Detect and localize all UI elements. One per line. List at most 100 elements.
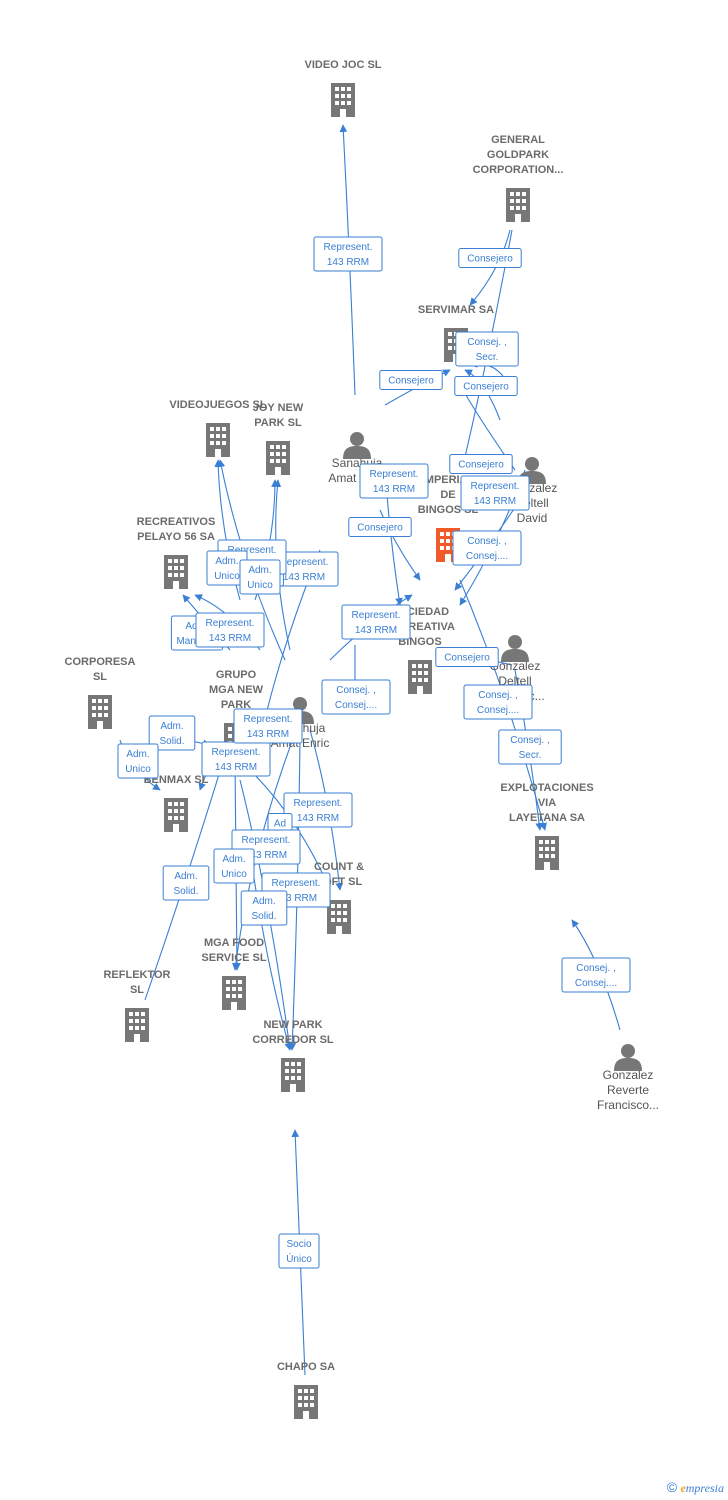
edge-label-10[interactable]: Consejero xyxy=(348,517,412,537)
edge-label-text: Consej.... xyxy=(466,551,508,562)
edge-label-text: Consejero xyxy=(467,254,513,265)
node-label: NEW PARK xyxy=(263,1019,322,1031)
node-label: EXPLOTACIONES xyxy=(500,782,593,794)
node-label: CORREDOR SL xyxy=(252,1034,334,1046)
node-videojuegos[interactable]: VIDEOJUEGOS SL xyxy=(169,399,267,457)
edge-label-25[interactable]: Represent.143 RRM xyxy=(201,741,271,777)
node-label: Gonzalez xyxy=(490,659,541,673)
edge-label-9[interactable]: Represent. 143 RRM xyxy=(359,463,429,499)
edge-label-text: Adm. xyxy=(222,854,245,865)
node-chapo[interactable]: CHAPO SA xyxy=(277,1361,335,1419)
edge-label-19[interactable]: Adm.Unico xyxy=(206,550,248,586)
node-gonzalez_reverte[interactable]: GonzalezReverteFrancisco... xyxy=(597,1044,659,1112)
edge-label-text: Adm. xyxy=(248,565,271,576)
edge-label-text: Unico xyxy=(125,764,151,775)
node-servimar[interactable]: SERVIMAR SA xyxy=(418,304,494,362)
edge-label-4[interactable]: Consejero xyxy=(454,376,518,396)
edge-label-1[interactable]: Consejero xyxy=(458,248,522,268)
edge-label-text: Represent. xyxy=(272,878,321,889)
edge-label-0[interactable]: Represent.143 RRM xyxy=(313,236,383,272)
node-label: SERVIMAR SA xyxy=(418,304,494,316)
node-label: PELAYO 56 SA xyxy=(137,531,215,543)
edge-label-text: Adm. xyxy=(126,749,149,760)
edge-label-text: Único xyxy=(286,1252,312,1265)
edge-label-30[interactable]: Adm.Unico xyxy=(213,848,255,884)
node-label: VIDEO JOC SL xyxy=(304,59,381,71)
node-goldpark[interactable]: GENERALGOLDPARKCORPORATION... xyxy=(473,134,564,222)
edge-label-text: Consejero xyxy=(458,460,504,471)
node-benmax[interactable]: BENMAX SL xyxy=(144,774,209,832)
edge-label-23[interactable]: Adm. Solid. xyxy=(148,715,196,751)
edge-label-22[interactable]: Represent.143 RRM xyxy=(195,612,265,648)
node-label: GOLDPARK xyxy=(487,149,549,161)
edge-label-text: Consej. , xyxy=(510,735,549,746)
building-icon xyxy=(327,900,351,934)
edge-label-13[interactable]: Consej. ,Consej.... xyxy=(463,684,533,720)
edge-label-33[interactable]: Adm.Solid. xyxy=(162,865,210,901)
edge-label-26[interactable]: Represent.143 RRM xyxy=(233,708,303,744)
node-mgafood[interactable]: MGA FOOD SERVICE SL xyxy=(201,937,267,1010)
edge-label-11[interactable]: Represent.143 RRM xyxy=(341,604,411,640)
node-newparkcorredor[interactable]: NEW PARK CORREDOR SL xyxy=(252,1019,334,1092)
node-label: GRUPO xyxy=(216,669,257,681)
copyright-symbol: © xyxy=(666,1479,678,1495)
edge-label-text: Consej.... xyxy=(575,978,617,989)
edge-label-7[interactable]: Represent.143 RRM xyxy=(460,475,530,511)
edge-label-14[interactable]: Consej. ,Secr. xyxy=(498,729,562,765)
node-recreativos[interactable]: RECREATIVOS PELAYO 56 SA xyxy=(137,516,216,589)
node-label: Reverte xyxy=(607,1083,649,1097)
edge-label-text: Adm. xyxy=(160,721,183,732)
building-icon xyxy=(281,1058,305,1092)
building-icon xyxy=(164,555,188,589)
node-label: David xyxy=(517,511,548,525)
node-label: MGA FOOD xyxy=(204,937,264,949)
node-label: DE xyxy=(440,489,455,501)
edge-label-5[interactable]: Consej. , Secr. xyxy=(455,331,519,367)
edge-label-text: Consej. , xyxy=(467,337,506,348)
building-icon xyxy=(206,423,230,457)
building-icon xyxy=(125,1008,149,1042)
building-icon xyxy=(294,1385,318,1419)
edge-label-text: Represent. xyxy=(206,618,255,629)
edge-label-15[interactable]: Consej. ,Consej.... xyxy=(561,957,631,993)
footer-brand[interactable]: © empresia xyxy=(667,1479,724,1496)
edge-label-text: Represent. xyxy=(370,469,419,480)
edge-label-8[interactable]: Consej. ,Consej.... xyxy=(452,530,522,566)
edge-label-35[interactable]: Consej. ,Consej.... xyxy=(321,679,391,715)
building-icon xyxy=(88,695,112,729)
node-label: RECREATIVOS xyxy=(137,516,216,528)
building-icon xyxy=(408,660,432,694)
edge-label-20[interactable]: Adm.Unico xyxy=(239,559,281,595)
node-label: CHAPO SA xyxy=(277,1361,335,1373)
edge-label-text: Consejero xyxy=(444,653,490,664)
edge-label-6[interactable]: Consejero xyxy=(449,454,513,474)
edge-label-text: Secr. xyxy=(476,352,499,363)
edge-label-16[interactable]: Represent.143 RRM xyxy=(269,551,339,587)
building-icon xyxy=(535,836,559,870)
edge-label-text: 143 RRM xyxy=(297,813,339,824)
edge-label-text: Consejero xyxy=(357,523,403,534)
edge-label-32[interactable]: Adm.Solid. xyxy=(240,890,288,926)
edge-label-27[interactable]: Represent.143 RRM xyxy=(283,792,353,828)
edge-label-text: Unico xyxy=(214,571,240,582)
node-label: MGA NEW xyxy=(209,684,264,696)
edge-label-text: Solid. xyxy=(159,736,184,747)
edge-label-text: 143 RRM xyxy=(275,893,317,904)
edge-label-text: Represent. xyxy=(352,610,401,621)
edge-label-text: 143 RRM xyxy=(373,484,415,495)
edge-label-12[interactable]: Consejero xyxy=(435,647,499,667)
node-videojoc[interactable]: VIDEO JOC SL xyxy=(304,59,382,117)
node-label: SERVICE SL xyxy=(201,952,266,964)
edge-label-text: Consej. , xyxy=(336,685,375,696)
node-label: Francisco... xyxy=(597,1098,659,1112)
building-icon xyxy=(506,188,530,222)
edge-label-24[interactable]: Adm. Unico xyxy=(117,743,159,779)
node-label: CORPORESA xyxy=(65,656,136,668)
edge-label-3[interactable]: Consejero xyxy=(379,370,443,390)
